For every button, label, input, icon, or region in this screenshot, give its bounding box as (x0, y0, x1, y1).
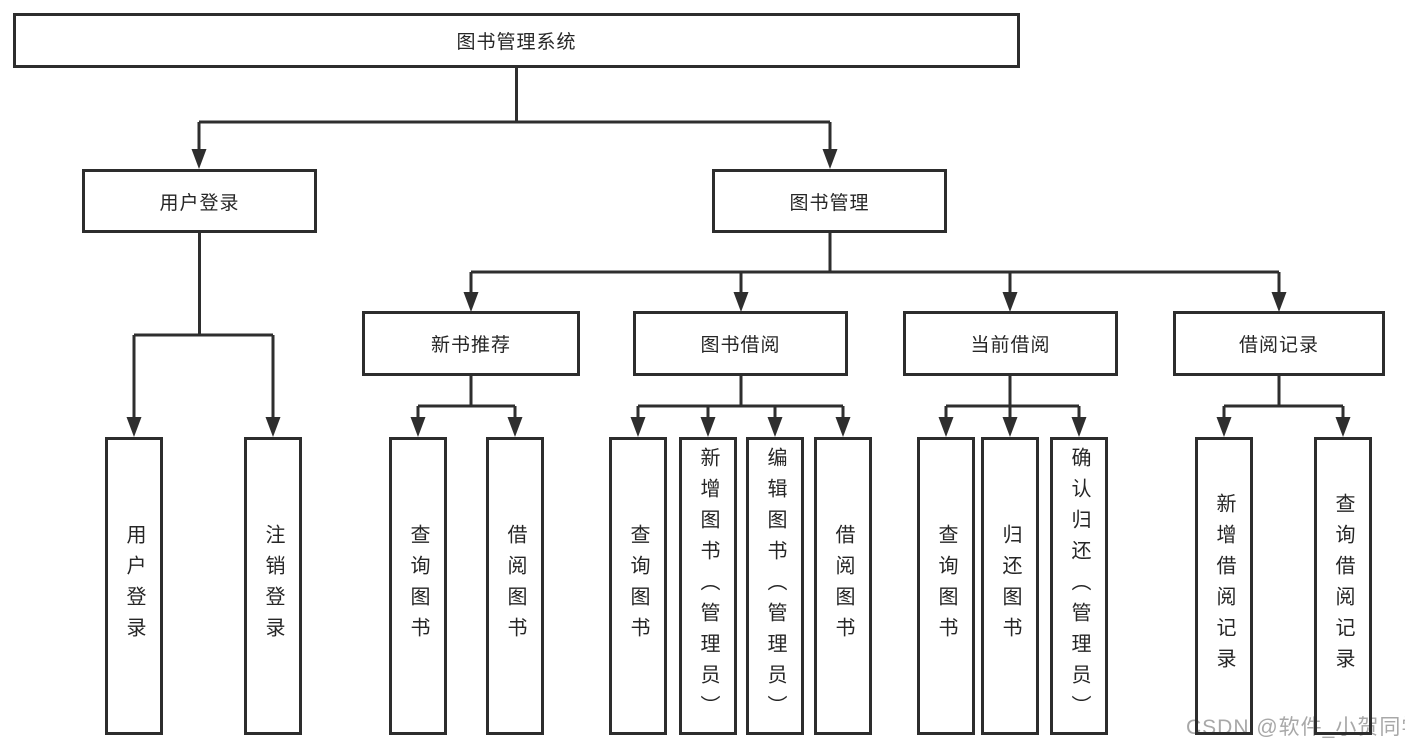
leaf-query-books-borrow: 查询图书 (609, 437, 667, 735)
leaf-add-book-admin-label: 新增图书（管理员） (697, 446, 719, 726)
arrowhead (265, 417, 281, 437)
leaf-borrow-books-label: 借阅图书 (832, 524, 854, 648)
node-borrow-records-label: 借阅记录 (1238, 335, 1319, 356)
leaf-add-book-admin: 新增图书（管理员） (679, 437, 737, 735)
connector-book-mgmt-to-level3 (469, 233, 1281, 294)
leaf-edit-book-admin-label: 编辑图书（管理员） (764, 446, 786, 726)
connector-user-login-to-leaves (132, 233, 275, 419)
node-current-borrow-label: 当前借阅 (970, 335, 1051, 356)
node-user-login: 用户登录 (82, 169, 317, 233)
connector-root-to-level2 (197, 68, 832, 151)
leaf-query-books-current-label: 查询图书 (935, 524, 957, 648)
node-borrow-records: 借阅记录 (1173, 311, 1385, 376)
node-book-management-label: 图书管理 (789, 192, 870, 214)
arrowhead (1002, 417, 1018, 437)
arrowhead (1071, 417, 1087, 437)
node-user-login-label: 用户登录 (159, 192, 240, 214)
arrowhead (767, 417, 783, 437)
node-book-borrow-label: 图书借阅 (700, 335, 781, 356)
node-new-book-recommend: 新书推荐 (362, 311, 580, 376)
arrowheads (126, 149, 1351, 437)
arrowhead (835, 417, 851, 437)
leaf-borrow-books: 借阅图书 (814, 437, 872, 735)
arrowhead (938, 417, 954, 437)
leaf-add-borrow-record: 新增借阅记录 (1195, 437, 1253, 735)
connector-book-borrow-to-leaves (636, 376, 845, 419)
arrowhead (733, 292, 749, 312)
leaf-logout-label: 注销登录 (262, 524, 284, 648)
connector-borrow-records-to-leaves (1222, 376, 1345, 419)
leaf-query-books-recommend: 查询图书 (389, 437, 447, 735)
node-library-system: 图书管理系统 (13, 13, 1020, 68)
leaf-return-book: 归还图书 (981, 437, 1039, 735)
arrowhead (1335, 417, 1351, 437)
leaf-logout: 注销登录 (244, 437, 302, 735)
node-book-management: 图书管理 (712, 169, 947, 233)
leaf-query-books-recommend-label: 查询图书 (407, 524, 429, 648)
leaf-query-books-current: 查询图书 (917, 437, 975, 735)
arrowhead (822, 149, 838, 169)
arrowhead (1271, 292, 1287, 312)
arrowhead (463, 292, 479, 312)
node-library-system-label: 图书管理系统 (456, 32, 577, 53)
arrowhead (700, 417, 716, 437)
leaf-borrow-books-recommend-label: 借阅图书 (504, 524, 526, 648)
csdn-watermark: CSDN @软件_小贺同学 (1186, 716, 1405, 739)
arrowhead (630, 417, 646, 437)
leaf-user-login-label: 用户登录 (123, 524, 145, 648)
leaf-user-login: 用户登录 (105, 437, 163, 735)
leaf-confirm-return-admin: 确认归还（管理员） (1050, 437, 1108, 735)
leaf-query-borrow-record: 查询借阅记录 (1314, 437, 1372, 735)
leaf-add-borrow-record-label: 新增借阅记录 (1213, 493, 1235, 679)
leaf-query-books-borrow-label: 查询图书 (627, 524, 649, 648)
arrowhead (1002, 292, 1018, 312)
arrowhead (410, 417, 426, 437)
arrowhead (1216, 417, 1232, 437)
node-current-borrow: 当前借阅 (903, 311, 1118, 376)
leaf-confirm-return-admin-label: 确认归还（管理员） (1068, 446, 1090, 726)
arrowhead (191, 149, 207, 169)
leaf-edit-book-admin: 编辑图书（管理员） (746, 437, 804, 735)
node-book-borrow: 图书借阅 (633, 311, 848, 376)
arrowhead (126, 417, 142, 437)
connector-current-borrow-to-leaves (944, 376, 1081, 419)
leaf-borrow-books-recommend: 借阅图书 (486, 437, 544, 735)
leaf-query-borrow-record-label: 查询借阅记录 (1332, 493, 1354, 679)
leaf-return-book-label: 归还图书 (999, 524, 1021, 648)
connector-new-book-to-leaves (416, 376, 517, 419)
node-new-book-recommend-label: 新书推荐 (430, 335, 511, 356)
arrowhead (507, 417, 523, 437)
